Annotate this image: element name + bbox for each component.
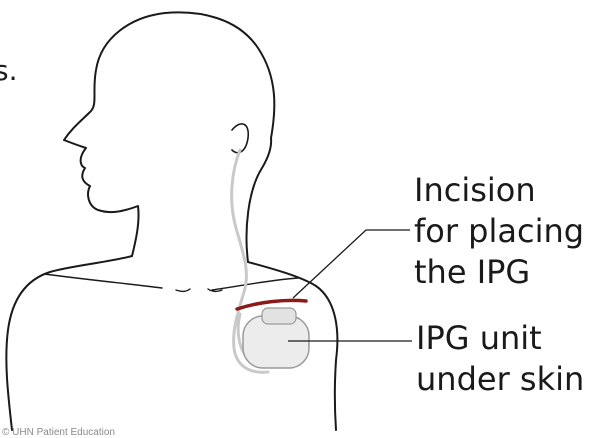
- ipg-device-header: [262, 308, 296, 324]
- incision-label-line-2: for placing: [414, 213, 584, 249]
- copyright-notice: © UHN Patient Education: [2, 427, 115, 438]
- ear-outline: [232, 124, 248, 153]
- incision-label-line-1: Incision: [414, 172, 536, 208]
- incision-label-line-3: the IPG: [414, 254, 530, 290]
- head-neck-outline: [64, 12, 274, 262]
- cropped-text-fragment: s.: [0, 54, 18, 87]
- collarbone-right: [212, 278, 298, 290]
- collarbone-left: [44, 274, 162, 288]
- incision-leader-line: [293, 230, 410, 298]
- ipg-label-line-2: under skin: [416, 361, 584, 397]
- ipg-label-line-1: IPG unit: [416, 320, 542, 356]
